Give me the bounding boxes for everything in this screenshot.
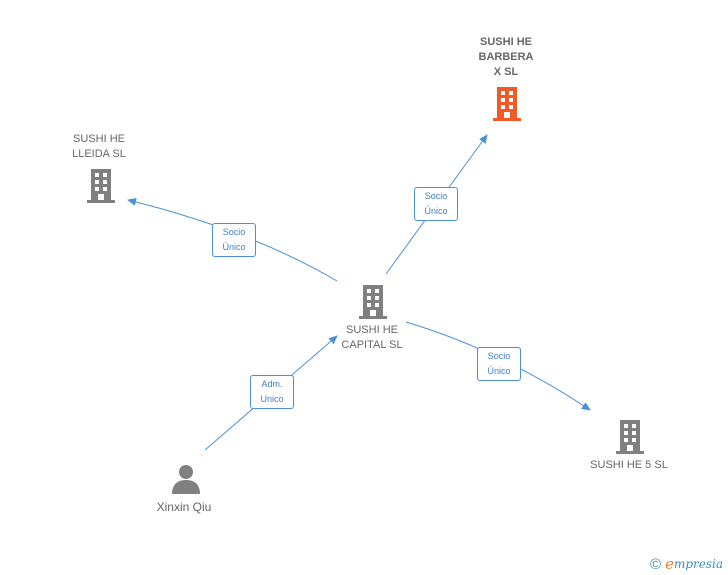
edge-label-to-barbera: Socio Único	[414, 187, 458, 221]
node-label-he5[interactable]: SUSHI HE 5 SL	[590, 459, 668, 471]
node-label-barbera[interactable]: SUSHI HE BARBERA X SL	[478, 36, 534, 78]
node-label-person[interactable]: Xinxin Qiu	[156, 500, 212, 514]
edge-label-person-to-capital: Adm. Unico	[250, 375, 294, 409]
building-icon-barbera	[493, 87, 521, 121]
building-icon-he5	[616, 420, 644, 454]
brand-logo-text: mpresia	[673, 557, 724, 571]
edge-label-to-lleida: Socio Único	[212, 223, 256, 257]
person-icon	[172, 465, 200, 494]
building-icon-lleida	[87, 169, 115, 203]
edge-label-to-he5: Socio Único	[477, 347, 521, 381]
building-icon-capital	[359, 285, 387, 319]
copyright-symbol: ©	[650, 555, 662, 573]
brand-logo-e: e	[665, 555, 674, 573]
node-label-lleida[interactable]: SUSHI HE LLEIDA SL	[72, 133, 126, 160]
node-label-capital[interactable]: SUSHI HE CAPITAL SL	[341, 324, 403, 351]
